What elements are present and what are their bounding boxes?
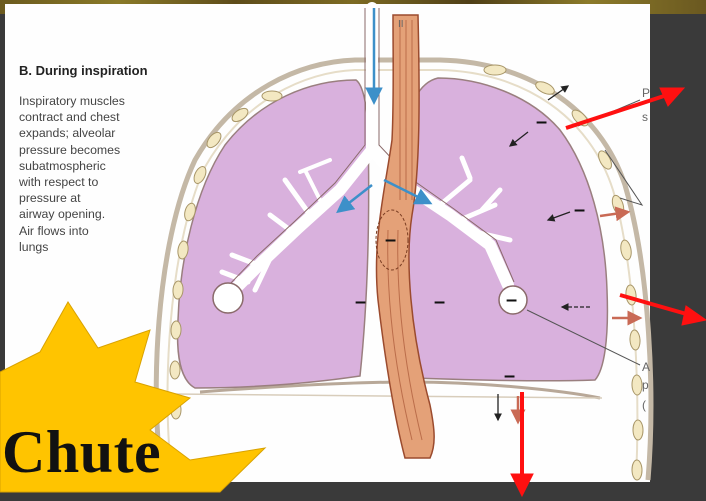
description-line: pressure at xyxy=(19,190,179,206)
pressure-sign: – xyxy=(536,111,547,133)
pressure-sign: – xyxy=(355,291,366,313)
description-line: with respect to xyxy=(19,174,179,190)
cut-label-a: A xyxy=(642,360,650,374)
description-line: lungs xyxy=(19,239,179,255)
description-line: airway opening. xyxy=(19,206,179,222)
panel-description: Inspiratory muscles contract and chest e… xyxy=(19,93,179,255)
trachea-mark: II xyxy=(398,19,404,30)
pressure-sign: – xyxy=(434,291,445,313)
chute-label: Chute xyxy=(2,418,161,487)
description-line: Air flows into xyxy=(19,223,179,239)
pressure-sign: – xyxy=(506,289,517,311)
pressure-sign: – xyxy=(574,199,585,221)
cut-label-p: P xyxy=(642,86,650,100)
description-line: expands; alveolar xyxy=(19,125,179,141)
description-line: pressure becomes xyxy=(19,142,179,158)
cut-label-s: s xyxy=(642,110,648,124)
left-alveolus xyxy=(213,283,243,313)
panel-title: B. During inspiration xyxy=(19,63,148,78)
description-line: contract and chest xyxy=(19,109,179,125)
description-line: Inspiratory muscles xyxy=(19,93,179,109)
description-line: subatmospheric xyxy=(19,158,179,174)
pressure-sign: – xyxy=(385,229,396,251)
cut-label-p2: p xyxy=(642,378,649,392)
cut-label-paren: ( xyxy=(642,398,646,412)
pressure-sign: – xyxy=(504,365,515,387)
